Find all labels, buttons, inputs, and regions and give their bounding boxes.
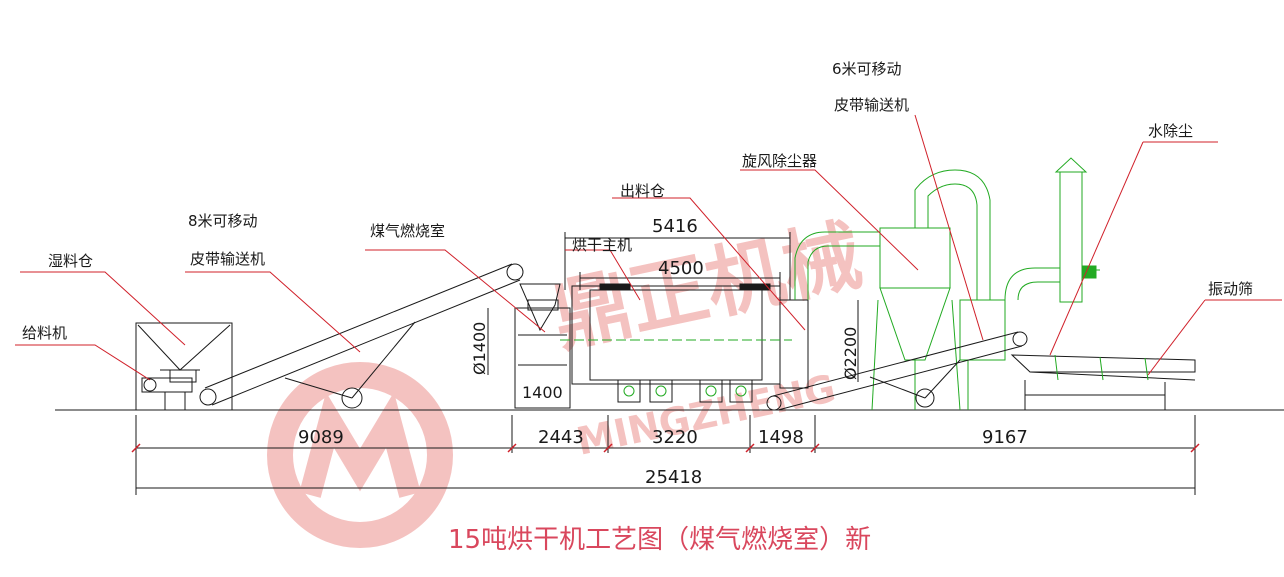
label-wet-bin: 湿料仓	[48, 252, 93, 270]
wet-bin	[135, 322, 233, 411]
conveyor-6m	[766, 331, 1028, 411]
dim-2443-label: 2443	[538, 427, 584, 448]
dim-5416	[564, 232, 791, 300]
watermark: 鼎正机械 MINGZHENG	[267, 211, 869, 548]
dim-5416-label: 5416	[652, 216, 698, 237]
conveyor-8m	[199, 263, 524, 409]
dim-9089-label: 9089	[298, 427, 344, 448]
label-conveyor-6m-2: 皮带输送机	[834, 96, 909, 114]
label-conveyor-6m-1: 6米可移动	[832, 60, 902, 78]
vibrating-screen	[1010, 354, 1196, 410]
dim-25418-label: 25418	[645, 467, 702, 488]
dim-phi2200-label: Ø2200	[841, 327, 860, 380]
dim-1400-label: 1400	[522, 383, 563, 402]
label-outlet-bin: 出料仓	[620, 182, 665, 200]
feeder	[141, 377, 193, 410]
label-dryer: 烘干主机	[572, 236, 632, 254]
label-combustion: 煤气燃烧室	[370, 222, 445, 240]
watermark-en: MINGZHENG	[573, 366, 840, 464]
dim-phi1400-label: Ø1400	[470, 322, 489, 375]
label-conveyor-8m-2: 皮带输送机	[190, 250, 265, 268]
dim-chain	[135, 415, 1196, 495]
water-dust-remover	[1004, 157, 1100, 303]
leader-lines	[15, 114, 1282, 381]
label-screen: 振动筛	[1208, 280, 1253, 298]
combustion-chamber	[514, 283, 571, 409]
dim-chain-ticks	[131, 443, 1200, 453]
label-water-dust: 水除尘	[1148, 122, 1193, 140]
dryer-supports	[617, 379, 753, 403]
dim-3220-label: 3220	[652, 427, 698, 448]
label-feeder: 给料机	[22, 324, 67, 342]
cyclone-dust-collector	[794, 169, 1006, 411]
watermark-cn: 鼎正机械	[545, 211, 869, 364]
dryer-drum	[560, 283, 809, 389]
label-conveyor-8m-1: 8米可移动	[188, 212, 258, 230]
dim-4500-label: 4500	[658, 258, 704, 279]
label-cyclone: 旋风除尘器	[742, 152, 817, 170]
drawing-title: 15吨烘干机工艺图（煤气燃烧室）新	[448, 525, 871, 555]
dim-1498-label: 1498	[758, 427, 804, 448]
watermark-logo	[267, 362, 453, 548]
dim-4500	[579, 272, 781, 290]
dim-9167-label: 9167	[982, 427, 1028, 448]
